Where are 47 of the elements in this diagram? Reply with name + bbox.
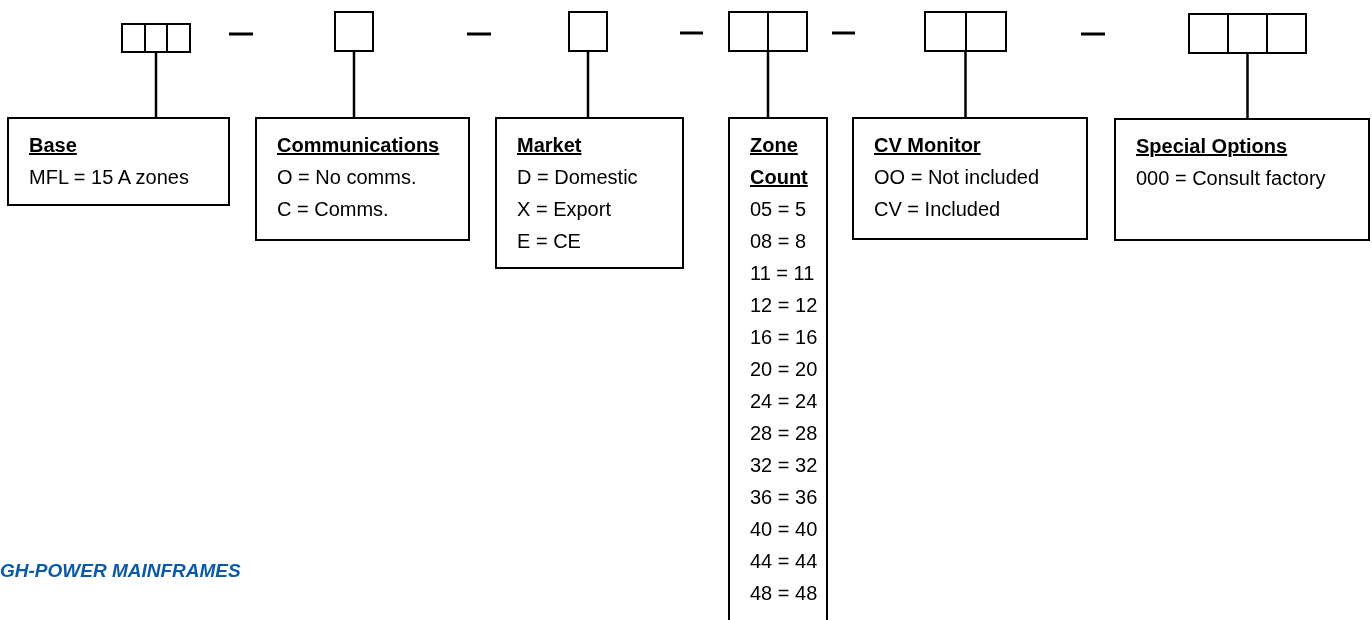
connector-line bbox=[766, 52, 770, 117]
option-code: 24 = 24 bbox=[750, 389, 816, 414]
option-box bbox=[852, 117, 1088, 240]
option-code: 28 = 28 bbox=[750, 421, 816, 446]
code-box bbox=[334, 11, 374, 52]
option-code: 40 = 40 bbox=[750, 517, 816, 542]
option-code: 16 = 16 bbox=[750, 325, 816, 350]
option-code: 44 = 44 bbox=[750, 549, 816, 574]
option-heading: Communications bbox=[277, 133, 441, 158]
option-code: OO = Not included bbox=[874, 165, 1041, 190]
option-code: 000 = Consult factory bbox=[1136, 166, 1327, 191]
code-box bbox=[1188, 13, 1307, 54]
connector-line bbox=[1246, 54, 1249, 118]
code-box bbox=[728, 11, 808, 52]
option-heading: Base bbox=[29, 133, 78, 158]
option-box bbox=[7, 117, 230, 206]
option-code: 20 = 20 bbox=[750, 357, 816, 382]
option-code: 11 = 11 bbox=[750, 261, 816, 286]
code-box bbox=[568, 11, 608, 52]
option-code: D = Domestic bbox=[517, 165, 639, 190]
option-code: 48 = 48 bbox=[750, 581, 816, 606]
option-heading: CV Monitor bbox=[874, 133, 982, 158]
code-box bbox=[121, 23, 191, 53]
connector-line bbox=[352, 52, 356, 117]
option-code: 12 = 12 bbox=[750, 293, 816, 318]
option-code: 32 = 32 bbox=[750, 453, 816, 478]
option-code: X = Export bbox=[517, 197, 612, 222]
option-code: CV = Included bbox=[874, 197, 1002, 222]
connector-line bbox=[154, 53, 158, 117]
option-heading: Special Options bbox=[1136, 134, 1289, 159]
option-code: 36 = 36 bbox=[750, 485, 816, 510]
option-box bbox=[255, 117, 470, 241]
code-box bbox=[924, 11, 1007, 52]
option-heading: Market bbox=[517, 133, 583, 158]
connector-line bbox=[586, 52, 590, 117]
connector-line bbox=[964, 52, 967, 117]
option-code: E = CE bbox=[517, 229, 582, 254]
option-code: 05 = 5 bbox=[750, 197, 808, 222]
option-code: MFL = 15 A zones bbox=[29, 165, 190, 190]
option-code: C = Comms. bbox=[277, 197, 390, 222]
option-box bbox=[1114, 118, 1370, 241]
option-box bbox=[728, 117, 828, 620]
section-title: GH-POWER MAINFRAMES bbox=[0, 560, 241, 582]
option-code: O = No comms. bbox=[277, 165, 418, 190]
option-heading: Zone Count bbox=[750, 133, 809, 190]
option-code: 08 = 8 bbox=[750, 229, 808, 254]
option-box bbox=[495, 117, 684, 269]
